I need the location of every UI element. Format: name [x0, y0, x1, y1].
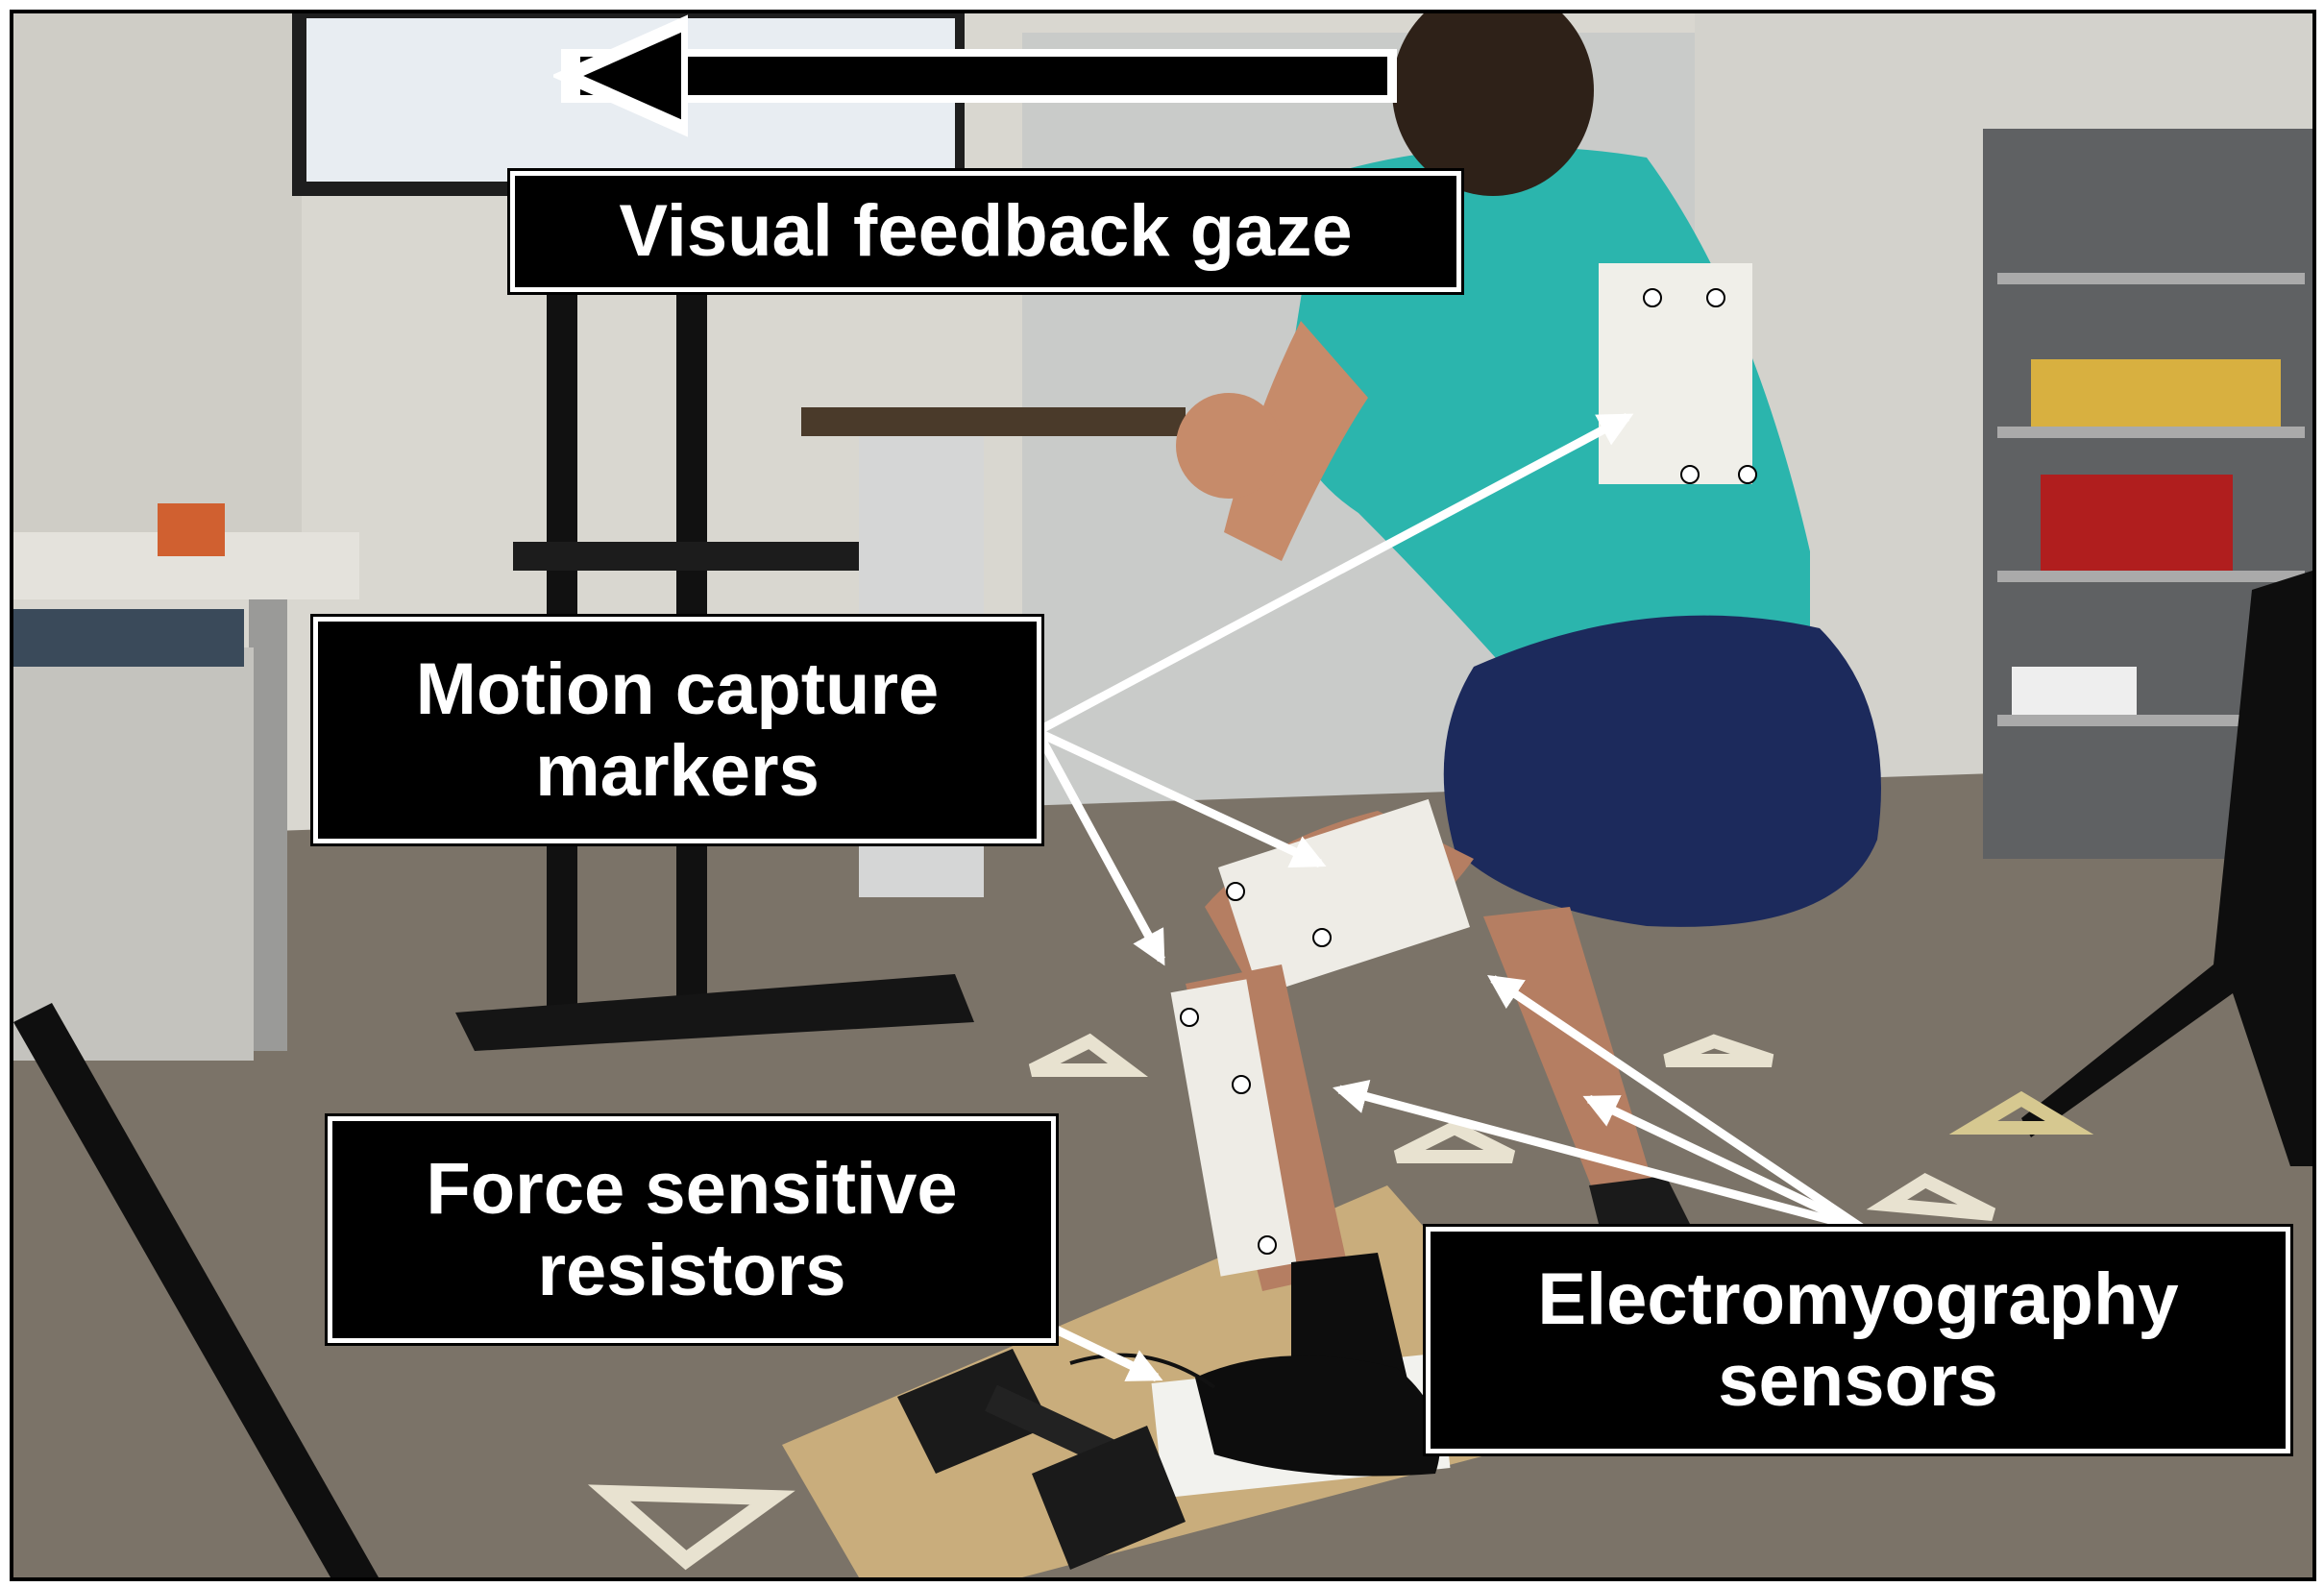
floor-marker	[1393, 1120, 1516, 1163]
force-line2: resistors	[537, 1230, 846, 1311]
person-hands	[1176, 393, 1282, 499]
emg-arrow-3	[1333, 1080, 1865, 1233]
floor-marker	[1948, 1090, 2094, 1135]
marker-dot	[1312, 928, 1332, 947]
force-sensitive-resistors-label: Force sensitive resistors	[325, 1113, 1059, 1346]
marker-dot	[1643, 288, 1662, 307]
motion-capture-markers-label: Motion capture markers	[310, 614, 1044, 846]
floor-marker	[1028, 1033, 1148, 1077]
standing-table	[801, 407, 1186, 436]
person-foot	[1195, 1355, 1440, 1477]
motion-arrow-thigh	[1040, 729, 1327, 868]
colorful-items	[2031, 359, 2281, 427]
light-stand-left	[13, 1003, 379, 1577]
shelf-level-3	[1997, 571, 2305, 582]
floor-marker	[1866, 1172, 1996, 1221]
filing-cabinet-top	[13, 609, 244, 667]
marker-dot	[1258, 1235, 1277, 1255]
force-arrow	[1054, 1325, 1163, 1382]
motion-capture-line1: Motion capture	[415, 647, 940, 730]
filing-cabinet	[13, 647, 254, 1061]
monitor-stand-shelf	[513, 542, 859, 571]
shelf-level-4	[1997, 715, 2305, 726]
desk-leg	[249, 599, 287, 1051]
person-arm	[1224, 321, 1368, 561]
person-head	[1392, 13, 1594, 196]
visual-feedback-gaze-text: Visual feedback gaze	[619, 190, 1353, 273]
shelf-level-2	[1997, 427, 2305, 438]
red-bag	[2041, 475, 2233, 571]
motion-arrow-back	[1039, 413, 1634, 733]
back-marker-plate	[1599, 263, 1752, 484]
shank-marker-plate	[1170, 979, 1297, 1277]
marker-dot	[1738, 465, 1757, 484]
floor-marker	[587, 1484, 795, 1571]
monitor-stand-pole-right	[676, 196, 707, 1013]
person-shorts	[1443, 615, 1881, 927]
left-wall-panel	[13, 13, 302, 590]
motion-arrow-shank	[1038, 736, 1165, 966]
emg-line2: sensors	[1718, 1340, 1998, 1422]
visual-feedback-gaze-label: Visual feedback gaze	[507, 168, 1464, 295]
marker-dot	[1226, 882, 1245, 901]
motion-capture-line2: markers	[535, 730, 820, 812]
tripod-right	[2021, 571, 2312, 1166]
white-box	[2012, 667, 2137, 715]
dumbbell-head-right	[1032, 1426, 1186, 1570]
monitor-stand-base	[455, 974, 974, 1051]
electromyography-sensors-label: Electromyography sensors	[1423, 1224, 2293, 1456]
emg-arrow-1	[1487, 974, 1866, 1233]
marker-dot	[1180, 1008, 1199, 1027]
force-line1: Force sensitive	[426, 1147, 958, 1230]
marker-dot	[1680, 465, 1700, 484]
shelf-level-1	[1997, 273, 2305, 284]
monitor-stand-pole-left	[547, 196, 577, 1013]
stapler	[158, 503, 225, 556]
photo-frame: Visual feedback gaze Motion capture mark…	[10, 10, 2316, 1581]
marker-dot	[1232, 1075, 1251, 1094]
emg-line1: Electromyography	[1537, 1257, 2179, 1340]
emg-arrow-2	[1582, 1094, 1865, 1233]
dumbbell-head-left	[897, 1349, 1051, 1474]
person-back-leg	[1483, 907, 1656, 1205]
marker-dot	[1706, 288, 1725, 307]
floor-marker	[1663, 1034, 1774, 1067]
